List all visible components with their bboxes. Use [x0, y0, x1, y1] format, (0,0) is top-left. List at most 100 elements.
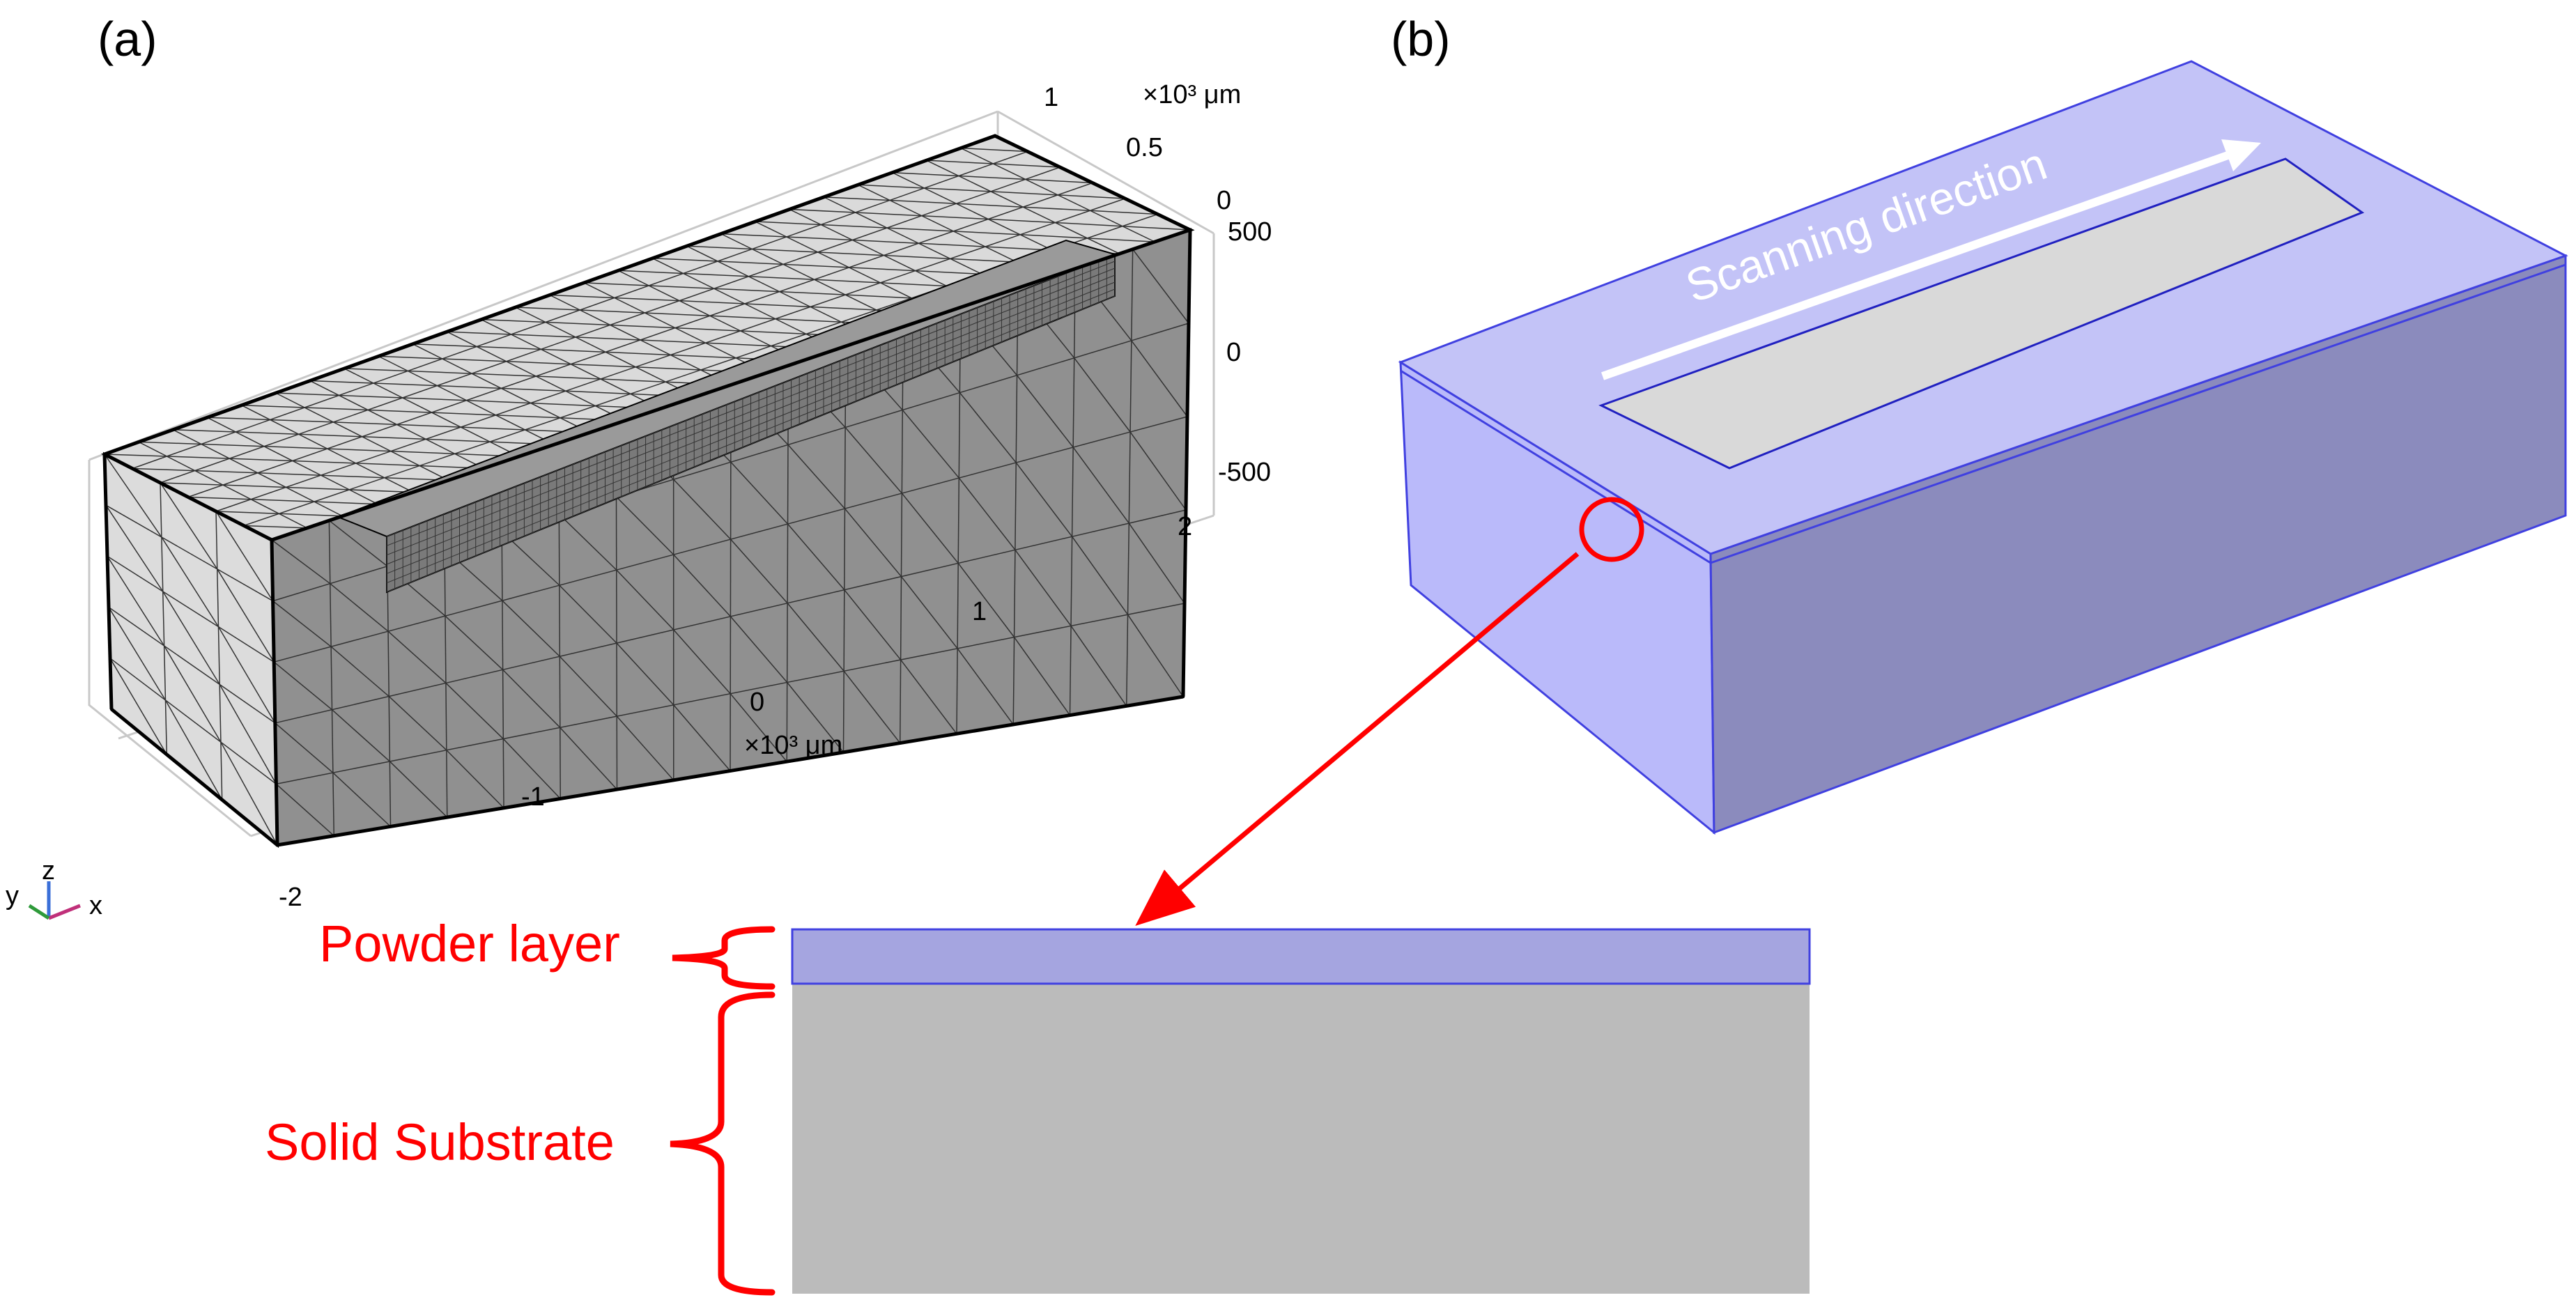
mesh-edge: [709, 315, 776, 320]
mesh-edge: [740, 330, 807, 335]
mesh-edge: [616, 569, 674, 630]
mesh-edge: [730, 693, 787, 762]
mesh-edge: [993, 163, 1061, 168]
mesh-edge: [108, 607, 167, 701]
solid-substrate-label: Solid Substrate: [265, 1113, 615, 1171]
mesh-edge: [1015, 462, 1073, 537]
mesh-edge: [844, 426, 902, 494]
mesh-edge: [501, 387, 566, 392]
mesh-edge: [779, 291, 846, 295]
mesh-edge: [752, 248, 818, 253]
mesh-edge: [243, 525, 307, 529]
mesh-edge: [328, 520, 388, 567]
mesh-edge: [373, 382, 438, 387]
x-axis-ticks: 2 1 0 -1 -2: [279, 512, 1192, 912]
scanning-arrow: [1601, 150, 2231, 380]
mesh-edge: [309, 380, 373, 384]
mesh-edge: [506, 361, 571, 365]
mesh-edge: [502, 600, 560, 657]
mesh-edge: [477, 346, 541, 350]
mesh-edge: [679, 300, 745, 304]
z-tick-label: -500: [1218, 458, 1271, 487]
mesh-edge: [889, 199, 957, 205]
mesh-edge: [786, 365, 789, 762]
mesh-edge: [104, 454, 162, 538]
mesh-edge: [194, 470, 258, 474]
mesh-edge: [109, 658, 167, 755]
x-axis-unit: ×10³ μm: [744, 731, 842, 760]
y-tick-label: 0: [1217, 186, 1231, 215]
mesh-edge: [953, 231, 1021, 235]
mesh-edge: [580, 309, 645, 313]
mesh-plot: [88, 110, 1215, 849]
triad-z-label: z: [42, 856, 55, 885]
mesh-edge: [251, 498, 314, 502]
mesh-edge: [956, 203, 1024, 208]
mesh-edge: [471, 373, 537, 377]
triad-y-label: y: [6, 881, 19, 911]
mesh-edge: [447, 331, 511, 335]
mesh-edge: [387, 630, 447, 684]
mesh-edge: [1129, 431, 1187, 511]
axis-triad: z y x: [6, 856, 102, 920]
mesh-edge: [187, 496, 252, 500]
mesh-edge: [787, 603, 844, 672]
zoom-arrow: [1135, 552, 1580, 927]
mesh-edge: [956, 307, 962, 734]
mesh-edge: [720, 233, 787, 238]
mesh-edge: [817, 251, 884, 256]
mesh-edge: [824, 196, 890, 201]
mesh-edge: [367, 409, 432, 413]
mesh-edge: [782, 263, 849, 268]
mesh-edge: [327, 448, 391, 452]
mesh-edge: [229, 458, 293, 462]
mesh-edge: [511, 334, 576, 338]
mesh-edge: [109, 658, 277, 784]
mesh-edge: [855, 212, 922, 217]
mesh-edge: [744, 303, 811, 308]
mesh-edge: [606, 351, 671, 356]
mesh-edge: [1013, 637, 1071, 716]
mesh-edge: [1070, 625, 1127, 706]
mesh-edge: [304, 407, 369, 411]
mesh-edge: [104, 454, 167, 457]
mesh-edge: [730, 539, 788, 604]
mesh-edge: [1020, 234, 1088, 239]
mesh-edge: [957, 648, 1014, 725]
mesh-edge: [880, 282, 947, 287]
mesh-edge: [207, 417, 270, 421]
mesh-edge: [649, 285, 714, 289]
mesh-edge: [275, 783, 334, 837]
mesh-edge: [1132, 249, 1189, 324]
mesh-edge: [402, 397, 467, 401]
mesh-edge: [536, 376, 601, 380]
mesh-edge: [786, 236, 853, 241]
mesh-edge: [160, 482, 218, 570]
mesh-edge: [161, 536, 219, 628]
mesh-edge: [292, 460, 356, 464]
mesh-edge: [640, 339, 706, 343]
y-axis-ticks: 1 0.5 0: [1044, 83, 1231, 215]
mesh-edge: [236, 431, 299, 435]
mesh-edge: [673, 479, 732, 540]
mesh-edge: [530, 402, 596, 407]
mesh-edge: [442, 358, 507, 362]
mesh-edge: [173, 429, 236, 433]
track-mesh-edge: [386, 274, 1116, 565]
mesh-edge: [445, 615, 504, 670]
mesh-edge: [686, 245, 753, 250]
mesh-edge: [789, 208, 856, 213]
mesh-edge: [105, 504, 164, 592]
mesh-edge: [160, 482, 168, 755]
mesh-edge: [220, 741, 278, 846]
mesh-edge: [286, 486, 350, 490]
mesh-edge: [571, 363, 636, 368]
mesh-edge: [645, 312, 710, 317]
mesh-edge: [918, 242, 985, 247]
mesh-edge: [958, 175, 1026, 180]
mesh-edge: [886, 227, 954, 232]
mesh-edge: [673, 554, 731, 617]
mesh-edge: [132, 467, 195, 472]
zoom-circle: [1579, 497, 1644, 562]
mesh-edge: [314, 501, 378, 505]
